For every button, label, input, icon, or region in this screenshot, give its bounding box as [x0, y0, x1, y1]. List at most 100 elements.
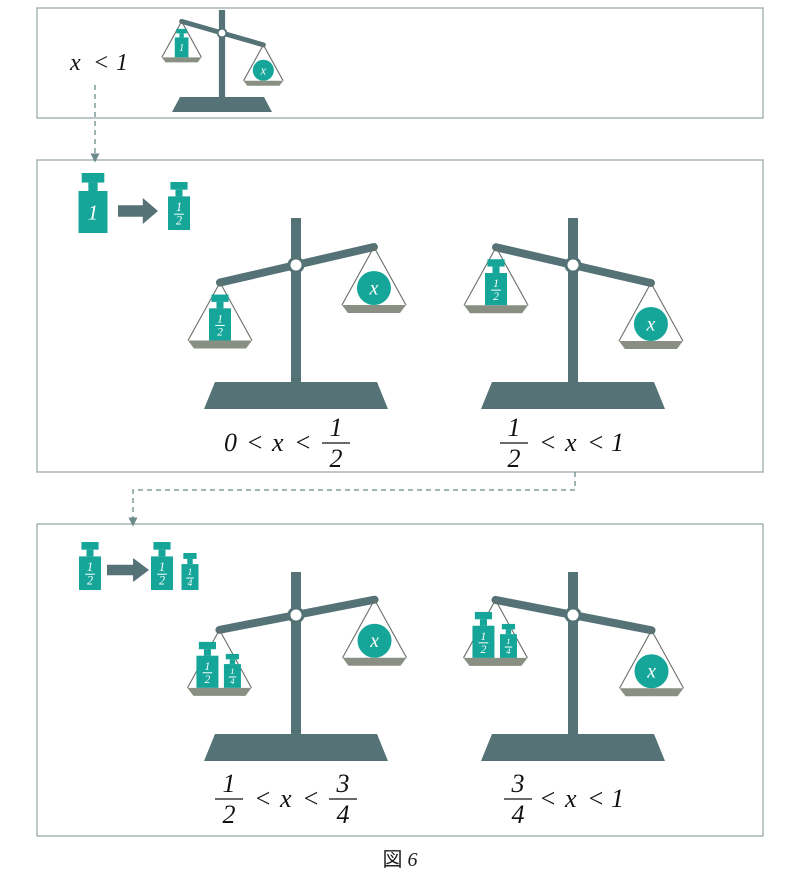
p3b-a-num: 3 [511, 769, 525, 798]
scale-pivot [564, 606, 582, 624]
p3a-a-num: 1 [223, 769, 236, 798]
weight-1-over-2: 12 [208, 294, 231, 341]
left-pan [464, 305, 529, 314]
p2b-op1: < [539, 428, 557, 457]
panel3-condition-a: 1 2 < x < 3 4 [215, 769, 357, 829]
p3a-a-den: 2 [223, 800, 236, 829]
p1-value-1: 1 [116, 50, 128, 76]
left-pan-strings [187, 281, 253, 341]
x-ball [252, 59, 274, 81]
p3a-op1: < [254, 784, 272, 813]
p3a-mid: x [279, 784, 292, 813]
scale-post [291, 572, 301, 735]
weight-1-over-2: 12 [151, 542, 173, 590]
caption-number: 6 [407, 849, 418, 871]
x-ball-label: x [369, 278, 379, 299]
weight-numerator: 1 [217, 312, 223, 325]
weight-numerator: 1 [493, 277, 499, 290]
x-ball [356, 271, 391, 306]
scale-base [204, 734, 388, 761]
weight-numerator: 1 [176, 200, 182, 214]
p3b-op2: < [587, 784, 605, 813]
scale-base [481, 382, 665, 409]
left-pan [161, 57, 202, 63]
weight-number: 1 [179, 43, 184, 54]
weight-denominator: 4 [506, 646, 511, 656]
p3b-mid: x [564, 784, 577, 813]
p2a-op1: < [246, 428, 264, 457]
p2b-op2: < [587, 428, 605, 457]
panel-1 [36, 7, 764, 119]
left-pan-strings [463, 246, 529, 306]
transform-arrow [118, 198, 158, 224]
figure-caption: 図 6 [0, 843, 800, 872]
panel1-scale: 1x [161, 10, 284, 112]
left-pan [187, 340, 252, 349]
weight-numerator: 1 [87, 560, 93, 574]
weight-denominator: 2 [217, 325, 223, 338]
weight-1-over-2: 12 [472, 611, 495, 658]
scale-post [218, 10, 226, 98]
weight-numerator: 1 [481, 630, 487, 643]
weight-denominator: 2 [159, 574, 165, 588]
weight-1-over-4: 14 [499, 623, 517, 658]
scale-post [568, 218, 578, 383]
x-ball-label: x [646, 662, 656, 683]
p2a-a: 0 [224, 428, 237, 457]
scale-pivot [287, 256, 305, 274]
scale-pivot [216, 27, 228, 39]
weight-numerator: 1 [506, 636, 510, 646]
panel2-condition-a: 0 < x < 1 2 [224, 413, 350, 473]
scale-post [291, 218, 301, 383]
scale-pivot [287, 606, 305, 624]
x-ball-label: x [260, 63, 267, 77]
left-pan [463, 657, 528, 666]
p2a-b-den: 2 [330, 444, 343, 473]
p2a-b-num: 1 [330, 413, 343, 442]
weight-numerator: 1 [188, 568, 193, 578]
panel2-scale-left-heavy: 12 x [187, 218, 407, 409]
panel-2 [36, 159, 764, 473]
right-pan [341, 305, 406, 314]
weight-denominator: 4 [188, 579, 193, 589]
right-pan-strings [619, 629, 685, 689]
weight-1-over-2: 12 [196, 641, 219, 688]
left-pan [187, 687, 252, 696]
p2b-a-den: 2 [508, 444, 521, 473]
p3b-op1: < [539, 784, 557, 813]
p3b-a-den: 4 [512, 800, 525, 829]
p2b-mid: x [564, 428, 577, 457]
right-pan [619, 688, 684, 697]
p2b-b: 1 [611, 428, 624, 457]
p2b-a-num: 1 [508, 413, 521, 442]
weight-denominator: 2 [493, 290, 499, 303]
weight-1: 1 [78, 173, 108, 233]
scale-pivot [564, 256, 582, 274]
weight-numerator: 1 [230, 666, 234, 676]
right-pan [243, 80, 284, 86]
scale-post [568, 572, 578, 735]
weight-denominator: 2 [176, 214, 182, 228]
left-pan-strings [161, 20, 202, 58]
panel2-condition-b: 1 2 < x < 1 [500, 413, 624, 473]
x-ball [634, 654, 669, 689]
x-ball-label: x [646, 314, 656, 335]
weight-number: 1 [88, 200, 99, 224]
right-pan-strings [341, 245, 407, 306]
p2a-mid: x [271, 428, 284, 457]
p1-var-x: x [69, 50, 81, 76]
scale-base [481, 734, 665, 761]
transform-arrow [107, 558, 149, 582]
panel3-condition-b: 3 4 < x < 1 [504, 769, 624, 829]
weight-denominator: 2 [87, 574, 93, 588]
weight-1-over-4: 14 [223, 653, 241, 688]
weight-numerator: 1 [205, 660, 211, 673]
p3a-op2: < [302, 784, 320, 813]
weight-denominator: 4 [230, 676, 235, 686]
right-pan [342, 657, 407, 666]
weight-denominator: 2 [481, 643, 487, 656]
